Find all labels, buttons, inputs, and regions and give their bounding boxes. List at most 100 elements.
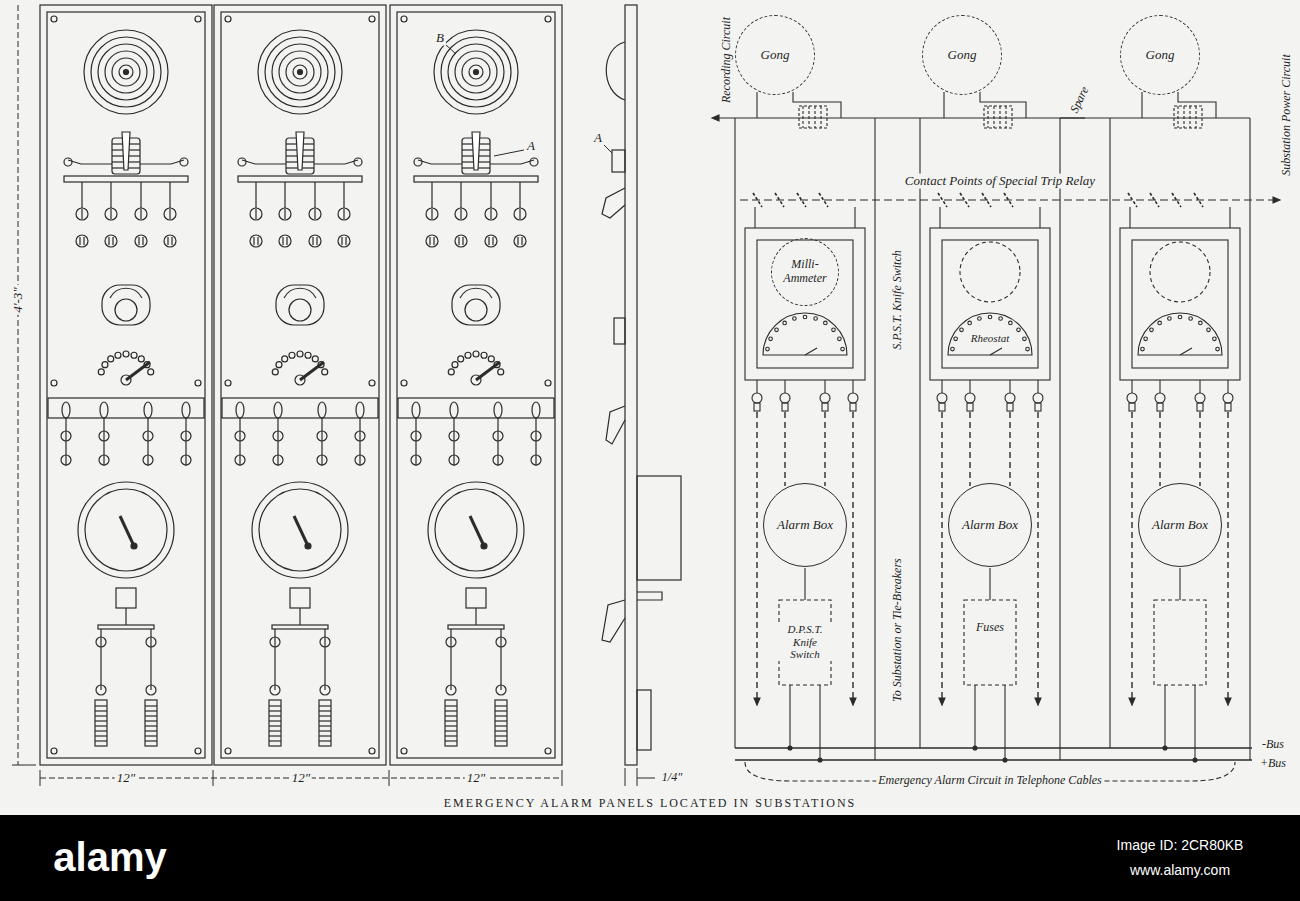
arrowhead <box>939 698 945 705</box>
nut-slot <box>138 237 139 245</box>
terminal-nut <box>514 235 526 247</box>
switch-terminal <box>355 431 365 441</box>
terminal-lead <box>460 182 461 208</box>
alarm-box-profile <box>637 476 681 580</box>
alarm-box-lead <box>1159 412 1160 486</box>
rheostat-contact <box>498 369 504 375</box>
gong-lead <box>943 92 944 118</box>
terminal-slot <box>169 209 170 219</box>
switch-lever <box>494 402 502 418</box>
positive-rail <box>1059 118 1060 760</box>
nut-slot <box>517 237 518 245</box>
callout-letter: A <box>592 131 604 146</box>
rheostat-step <box>988 315 992 319</box>
knife-handle-profile <box>602 600 625 642</box>
terminal-nut <box>455 235 467 247</box>
switch-terminal <box>355 455 365 465</box>
lamp-lead <box>824 380 825 393</box>
screw <box>545 16 551 22</box>
meter-case <box>452 285 500 325</box>
terminal-lead <box>110 182 111 208</box>
gong-lead <box>1178 92 1216 118</box>
switch-lever <box>100 402 108 418</box>
relay-contact-point <box>938 193 947 207</box>
rheostat-contact <box>276 362 282 368</box>
rheostat-hub <box>295 375 305 385</box>
fuse-band <box>445 720 457 721</box>
terminal-nut <box>164 235 176 247</box>
coil-winding <box>1005 106 1006 128</box>
switch-stem <box>147 418 148 466</box>
alarm-box-circle: Alarm Box <box>763 483 847 567</box>
rheostat-step <box>999 317 1003 321</box>
switch-terminal <box>493 431 503 441</box>
positive-rail <box>1249 118 1250 760</box>
negative-bus <box>735 747 1252 748</box>
rheostat-contact <box>272 369 278 375</box>
knife-switch-crossbar <box>448 625 504 629</box>
meter-profile <box>614 318 625 344</box>
terminal-slot <box>431 209 432 219</box>
lamp-bulb <box>1033 393 1043 403</box>
nut-slot <box>521 237 522 245</box>
panel-outline <box>40 5 212 765</box>
gong-ring <box>279 51 321 93</box>
terminal-nut <box>309 235 321 247</box>
gong-ring <box>434 30 518 114</box>
hinge <box>96 637 106 647</box>
lamp-lead <box>969 380 970 393</box>
rheostat-step <box>775 328 779 332</box>
fuse-band <box>95 710 107 711</box>
nut-slot <box>429 237 430 245</box>
fuse-band <box>95 735 107 736</box>
rheostat-contact <box>108 356 114 362</box>
gong-circle: Gong <box>1120 15 1200 95</box>
gong-ring <box>448 44 504 100</box>
alarm-box-pivot <box>481 543 487 549</box>
relay-profile <box>612 150 625 172</box>
jaw <box>96 685 106 695</box>
dimension-line <box>637 778 655 779</box>
meter-circuit-frame <box>930 228 1050 380</box>
relay-arm <box>418 160 534 164</box>
hinge <box>496 637 506 647</box>
rheostat-step <box>769 337 773 341</box>
alarm-box-lead <box>969 412 970 486</box>
coil-winding <box>1189 106 1190 128</box>
fuse-profile <box>637 690 651 750</box>
switch-terminal <box>235 431 245 441</box>
lamp-base <box>754 403 760 411</box>
rheostat-symbol <box>763 313 847 355</box>
coil-winding <box>802 106 803 128</box>
fuse <box>495 700 507 746</box>
switch-stem <box>277 418 278 466</box>
screw <box>195 380 201 386</box>
nut-slot <box>458 237 459 245</box>
coil-winding <box>820 106 821 128</box>
fuse-band <box>269 720 281 721</box>
rheostat-contact <box>322 369 328 375</box>
alarm-box-handle <box>470 516 484 546</box>
coil-winding <box>1183 106 1184 128</box>
contact-lead <box>854 207 855 228</box>
relay-bus-wire <box>716 117 1250 118</box>
gong-ring <box>119 65 133 79</box>
rheostat-arm <box>805 348 817 355</box>
arrowhead <box>1273 197 1280 203</box>
relay-contact-point <box>1128 193 1137 207</box>
cable-lead <box>1037 412 1038 698</box>
rheostat-step <box>1158 321 1162 325</box>
lamp-base <box>1035 403 1041 411</box>
switch-terminal <box>273 431 283 441</box>
dimensions <box>12 5 655 786</box>
terminal-nut <box>135 235 147 247</box>
knife-switch-handle <box>116 588 136 608</box>
screw <box>51 16 57 22</box>
rheostat-contact <box>488 356 494 362</box>
rheostat-step <box>1144 337 1148 341</box>
knife-switch-symbol <box>1154 600 1206 685</box>
lamp-bulb <box>1223 393 1233 403</box>
terminal-lead <box>255 182 256 208</box>
switch-terminal <box>181 455 191 465</box>
switch-terminal <box>493 455 503 465</box>
